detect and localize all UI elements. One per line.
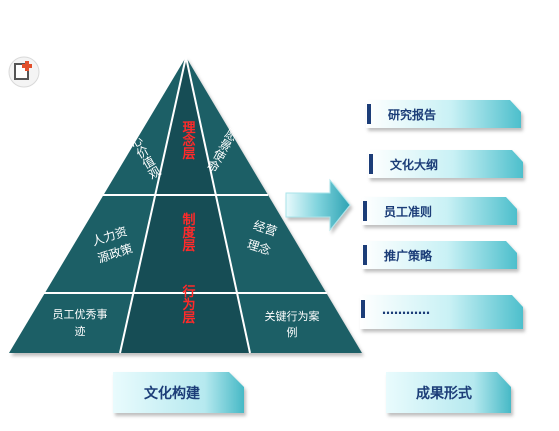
footer-right-tag: 成果形式 — [386, 372, 511, 413]
result-label-4: 推广策略 — [384, 248, 433, 263]
result-label-2: 文化大纲 — [390, 157, 438, 172]
pyramid-dividers — [44, 56, 327, 354]
pyramid-bottom-center-label: 行为层 — [180, 284, 197, 325]
footer-left-label: 文化构建 — [144, 385, 200, 402]
pyramid-bottom-right-line1: 关键行为案 — [265, 309, 320, 323]
footer-left-tag: 文化构建 — [113, 372, 244, 413]
pyramid-middle-right-line2: 理念 — [245, 236, 272, 258]
pyramid-bottom-left-line1: 员工优秀事 — [53, 308, 108, 321]
pyramid-bottom-left-label: 员工优秀事 迹 — [53, 308, 108, 338]
result-label-1: 研究报告 — [388, 107, 436, 122]
result-chip-5: ………… — [360, 295, 523, 329]
result-chip-1: 研究报告 — [366, 100, 521, 128]
pyramid-center-column — [120, 57, 250, 353]
result-chip-2: 文化大纲 — [368, 150, 523, 178]
result-chip-4: 推广策略 — [362, 241, 517, 269]
pyramid-bottom-left-line2: 迹 — [75, 325, 86, 338]
result-label-3: 员工准则 — [384, 204, 432, 219]
pyramid-middle-center-label: 制度层 — [180, 212, 196, 253]
culture-pyramid — [9, 57, 362, 353]
right-arrow-icon — [285, 178, 351, 232]
footer-right-label: 成果形式 — [416, 385, 472, 402]
pyramid-top-center-label: 理念层 — [180, 121, 196, 161]
pyramid-bottom-right-line2: 例 — [287, 325, 298, 339]
result-chip-3: 员工准则 — [362, 197, 517, 225]
result-label-5: ………… — [382, 303, 430, 317]
pyramid-bottom-right-label: 关键行为案 例 — [265, 309, 320, 339]
add-frame-icon — [8, 56, 40, 88]
